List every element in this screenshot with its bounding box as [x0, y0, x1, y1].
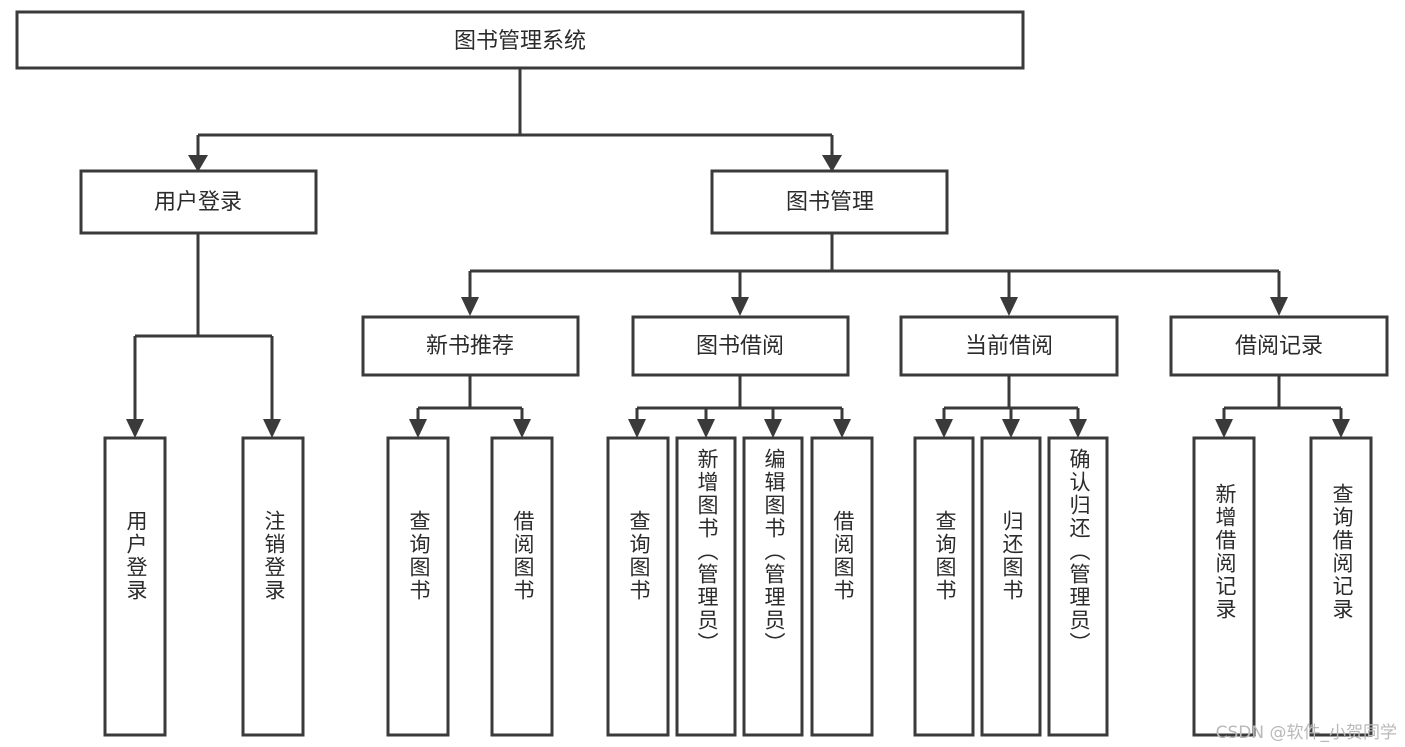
node-leaf-add-book[interactable]: 新增图书（管理员）	[675, 436, 737, 737]
node-leaf-user-login-label: 用户登录	[124, 510, 148, 602]
node-leaf-query-book-3-box[interactable]	[913, 436, 975, 737]
node-leaf-user-logout-label: 注销登录	[262, 510, 286, 602]
node-leaf-confirm-return-label: 确认归还（管理员）	[1067, 448, 1091, 655]
node-leaf-query-book-1-label: 查询图书	[407, 510, 431, 602]
arrow-user-login-leaf-1	[126, 419, 144, 438]
node-borrow-record-box[interactable]	[1169, 315, 1389, 377]
node-leaf-query-book-3-label: 查询图书	[933, 510, 957, 602]
node-leaf-borrow-book-1[interactable]: 借阅图书	[490, 436, 554, 737]
node-leaf-return-book[interactable]: 归还图书	[980, 436, 1042, 737]
node-leaf-borrow-book-1-label: 借阅图书	[511, 510, 535, 602]
node-leaf-confirm-return-box[interactable]	[1047, 436, 1109, 737]
arrow-bm-new-book-recommend	[461, 297, 479, 316]
node-leaf-user-logout-box[interactable]	[241, 436, 305, 737]
node-book-manage-box[interactable]	[710, 169, 949, 235]
node-leaf-query-book-2[interactable]: 查询图书	[606, 436, 670, 737]
node-book-borrow-box[interactable]	[631, 315, 850, 377]
node-leaf-query-book-1-box[interactable]	[386, 436, 450, 737]
arrow-bm-book-borrow	[731, 297, 749, 316]
node-leaf-add-book-label: 新增图书（管理员）	[695, 448, 719, 655]
arrow-cb-leaf-1	[935, 419, 953, 438]
node-leaf-edit-book-label: 编辑图书（管理员）	[762, 448, 786, 655]
arrow-bb-leaf-3	[764, 419, 782, 438]
arrow-bb-leaf-2	[697, 419, 715, 438]
node-leaf-add-record-label: 新增借阅记录	[1213, 483, 1237, 621]
node-leaf-query-record[interactable]: 查询借阅记录	[1309, 436, 1373, 737]
arrow-bb-leaf-4	[833, 419, 851, 438]
arrow-bm-borrow-record	[1270, 297, 1288, 316]
node-current-borrow-box[interactable]	[899, 315, 1119, 377]
node-current-borrow[interactable]: 当前借阅	[899, 315, 1119, 377]
arrow-br-leaf-2	[1332, 419, 1350, 438]
node-leaf-query-record-box[interactable]	[1309, 436, 1373, 737]
arrow-cb-leaf-3	[1069, 419, 1087, 438]
node-root-label: 图书管理系统	[454, 29, 586, 54]
node-book-borrow[interactable]: 图书借阅	[631, 315, 850, 377]
node-book-borrow-label: 图书借阅	[696, 334, 784, 359]
arrow-cb-leaf-2	[1002, 419, 1020, 438]
node-leaf-add-record[interactable]: 新增借阅记录	[1192, 436, 1256, 737]
node-user-login-label: 用户登录	[154, 190, 242, 215]
connector-layer	[126, 68, 1350, 438]
node-leaf-query-book-2-label: 查询图书	[627, 510, 651, 602]
arrow-nbr-leaf-2	[513, 419, 531, 438]
node-leaf-edit-book[interactable]: 编辑图书（管理员）	[742, 436, 804, 737]
node-user-login[interactable]: 用户登录	[79, 169, 318, 235]
node-new-book-recommend[interactable]: 新书推荐	[361, 315, 580, 377]
arrow-user-login-leaf-2	[263, 419, 281, 438]
node-current-borrow-label: 当前借阅	[965, 334, 1053, 359]
node-book-manage-label: 图书管理	[786, 190, 874, 215]
node-leaf-user-logout[interactable]: 注销登录	[241, 436, 305, 737]
arrow-br-leaf-1	[1215, 419, 1233, 438]
node-root[interactable]: 图书管理系统	[15, 10, 1025, 70]
node-leaf-borrow-book-2[interactable]: 借阅图书	[810, 436, 874, 737]
node-user-login-box[interactable]	[79, 169, 318, 235]
node-leaf-return-book-label: 归还图书	[1000, 510, 1024, 602]
csdn-watermark: CSDN @软件_小贺同学	[1215, 723, 1397, 743]
node-leaf-add-book-box[interactable]	[675, 436, 737, 737]
node-leaf-edit-book-box[interactable]	[742, 436, 804, 737]
node-leaf-user-login[interactable]: 用户登录	[103, 436, 167, 737]
node-leaf-query-record-label: 查询借阅记录	[1330, 483, 1354, 621]
arrow-root-to-user-login	[188, 155, 208, 172]
node-leaf-borrow-book-2-box[interactable]	[810, 436, 874, 737]
arrow-nbr-leaf-1	[409, 419, 427, 438]
arrow-root-to-book-manage	[822, 155, 842, 172]
node-leaf-borrow-book-1-box[interactable]	[490, 436, 554, 737]
arrow-bm-current-borrow	[1000, 297, 1018, 316]
node-leaf-query-book-1[interactable]: 查询图书	[386, 436, 450, 737]
node-leaf-user-login-box[interactable]	[103, 436, 167, 737]
node-leaf-confirm-return[interactable]: 确认归还（管理员）	[1047, 436, 1109, 737]
node-leaf-query-book-2-box[interactable]	[606, 436, 670, 737]
node-leaf-query-book-3[interactable]: 查询图书	[913, 436, 975, 737]
node-leaf-return-book-box[interactable]	[980, 436, 1042, 737]
node-borrow-record[interactable]: 借阅记录	[1169, 315, 1389, 377]
node-leaf-add-record-box[interactable]	[1192, 436, 1256, 737]
node-borrow-record-label: 借阅记录	[1235, 334, 1323, 359]
node-new-book-recommend-label: 新书推荐	[426, 334, 514, 359]
node-root-box[interactable]	[15, 10, 1025, 70]
node-leaf-borrow-book-2-label: 借阅图书	[831, 510, 855, 602]
node-new-book-recommend-box[interactable]	[361, 315, 580, 377]
node-book-manage[interactable]: 图书管理	[710, 169, 949, 235]
arrow-bb-leaf-1	[628, 419, 646, 438]
